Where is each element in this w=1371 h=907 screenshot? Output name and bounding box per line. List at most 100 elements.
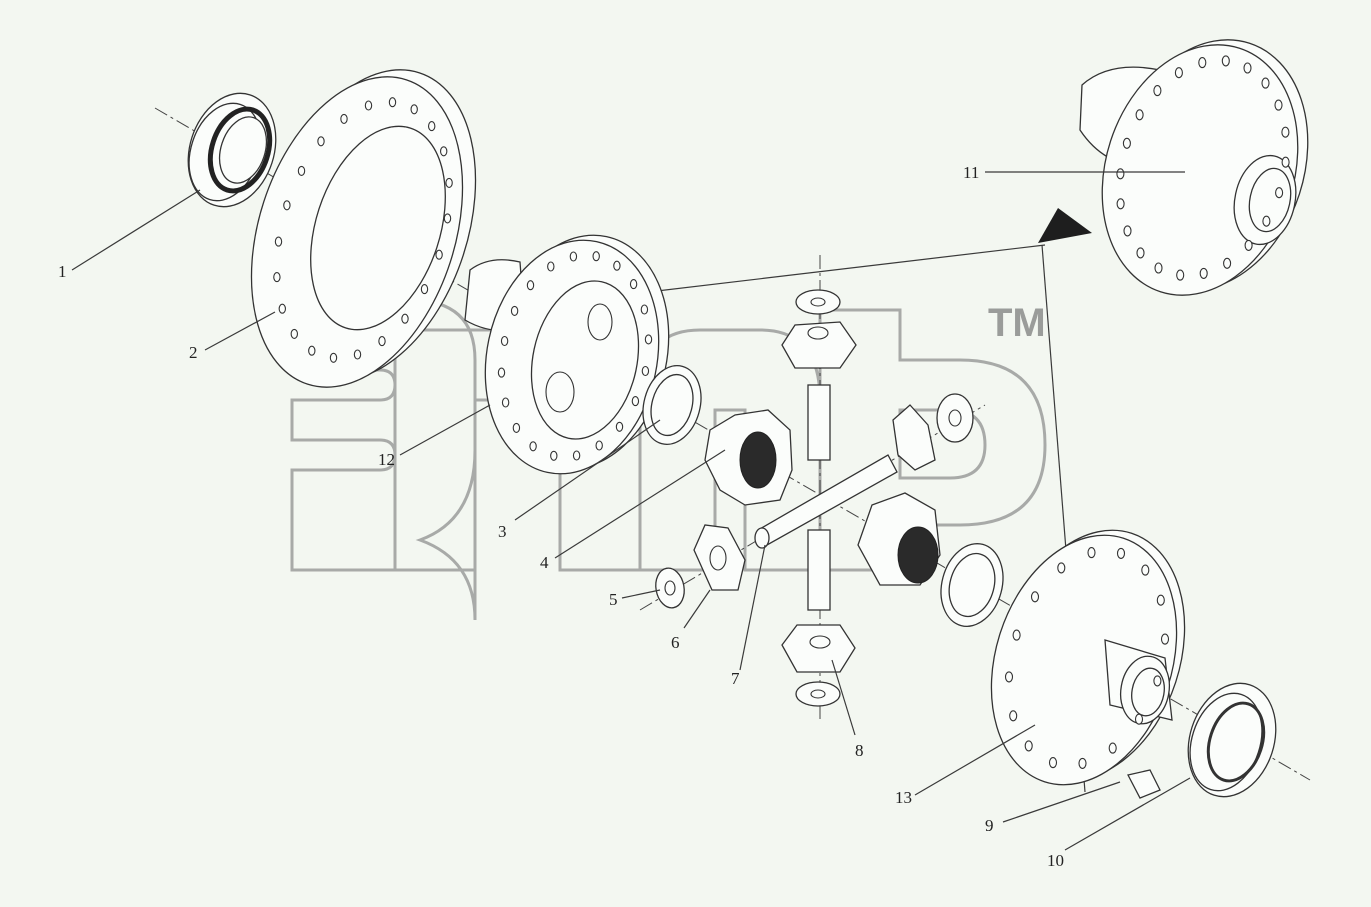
- label-7: 7: [731, 669, 740, 688]
- label-8: 8: [855, 741, 864, 760]
- bolt-hole: [644, 334, 653, 345]
- bolt-hole: [1262, 215, 1271, 227]
- bolt-hole: [512, 422, 521, 433]
- ring-gear: [250, 69, 477, 388]
- bolt-hole: [308, 345, 316, 356]
- bolt-hole: [340, 113, 348, 124]
- bolt-hole: [428, 121, 436, 132]
- bolt-hole: [1009, 710, 1018, 722]
- bolt-hole: [1281, 156, 1290, 168]
- bolt-hole: [1274, 99, 1283, 111]
- label-13: 13: [895, 788, 912, 807]
- bolt-hole: [440, 146, 448, 157]
- bolt-hole: [569, 251, 578, 262]
- bolt-hole: [1198, 57, 1207, 69]
- bolt-hole: [631, 396, 640, 407]
- label-5: 5: [609, 590, 618, 609]
- bolt-hole: [550, 450, 558, 461]
- bolt-hole: [278, 303, 286, 314]
- bolt-hole: [401, 313, 409, 324]
- bolt-hole: [1030, 591, 1040, 603]
- bolt-hole: [1004, 671, 1014, 683]
- cross-shaft: [754, 454, 898, 549]
- pinion-top: [781, 289, 857, 369]
- trademark-text: TM: [988, 301, 1046, 345]
- bolt-hole: [615, 421, 624, 432]
- bolt-hole: [1108, 742, 1117, 754]
- bolt-hole: [1012, 629, 1021, 641]
- bolt-hole: [592, 251, 600, 262]
- bolt-hole: [1134, 713, 1144, 725]
- label-11: 11: [963, 163, 979, 182]
- assembled-case: [1079, 39, 1309, 296]
- label-1: 1: [58, 262, 67, 281]
- bolt-hole: [1116, 168, 1125, 180]
- bolt-hole: [1275, 187, 1284, 199]
- bolt-hole: [1153, 85, 1162, 97]
- bolt-hole: [1024, 740, 1033, 752]
- pinion-right: [892, 393, 974, 471]
- bolt-hole: [1221, 55, 1230, 67]
- label-10: 10: [1047, 851, 1064, 870]
- bolt-hole: [640, 304, 649, 315]
- bolt-hole: [641, 365, 650, 377]
- bolt-hole: [1223, 257, 1232, 269]
- bolt-hole: [378, 336, 386, 347]
- bolt-hole: [1116, 547, 1126, 559]
- bolt-hole: [547, 261, 555, 272]
- leader-lines: [71, 171, 1191, 851]
- bolt-hole: [1244, 239, 1253, 251]
- bolt-hole: [297, 165, 306, 176]
- bolt-hole: [1057, 562, 1066, 574]
- bearing-left: [187, 92, 277, 208]
- side-gear-left: [704, 409, 793, 506]
- washer-small: [655, 567, 685, 609]
- bolt-hole: [613, 260, 621, 271]
- thrust-washer-right: [940, 543, 1004, 627]
- part-labels: 1 2 3 4 5 6 7 8 9 10 11 12 13: [58, 163, 1064, 870]
- bolt-hole: [290, 328, 298, 339]
- bolt-hole: [1048, 757, 1058, 769]
- bearing-right: [1187, 682, 1277, 798]
- bolt-hole: [410, 104, 418, 115]
- bolt-hole: [274, 236, 283, 247]
- bolt-hole: [1153, 675, 1162, 687]
- bolt-hole: [526, 280, 535, 291]
- pinion-bottom: [781, 624, 856, 707]
- bolt-hole: [500, 335, 509, 347]
- bolt-hole: [510, 305, 519, 316]
- label-4: 4: [540, 553, 549, 572]
- bolt-hole: [329, 352, 338, 363]
- bolt-hole: [353, 349, 362, 360]
- label-9: 9: [985, 816, 994, 835]
- bolt-hole: [1199, 267, 1208, 279]
- bolt-hole: [1154, 262, 1163, 274]
- differential-case-right: [990, 529, 1186, 786]
- bolt-hole: [1135, 109, 1144, 121]
- pinion-left: [693, 524, 746, 591]
- bolt-hole: [529, 441, 537, 452]
- bolt-hole: [273, 272, 281, 283]
- bolt-hole: [1281, 126, 1290, 138]
- bolt-hole: [364, 100, 373, 111]
- bolt-hole: [1156, 594, 1165, 606]
- bolt-hole: [1243, 62, 1252, 74]
- bolt-hole: [497, 367, 506, 378]
- bolt-hole: [1261, 77, 1270, 89]
- thrust-washer-left: [642, 365, 702, 445]
- bolt-hole: [317, 136, 325, 147]
- bolt: [1127, 769, 1161, 799]
- pinion-shaft-vertical: [807, 384, 831, 611]
- bolt-hole: [1123, 225, 1132, 237]
- bolt-hole: [420, 284, 429, 295]
- bolt-hole: [501, 397, 510, 408]
- bolt-hole: [1087, 547, 1096, 559]
- bolt-hole: [1078, 757, 1087, 769]
- bolt-hole: [629, 279, 638, 290]
- bolt-hole: [1116, 198, 1125, 210]
- side-gear-right: [857, 492, 941, 586]
- bolt-hole: [1174, 67, 1183, 79]
- bolt-hole: [595, 440, 603, 451]
- arrow-head-icon: [1038, 208, 1092, 243]
